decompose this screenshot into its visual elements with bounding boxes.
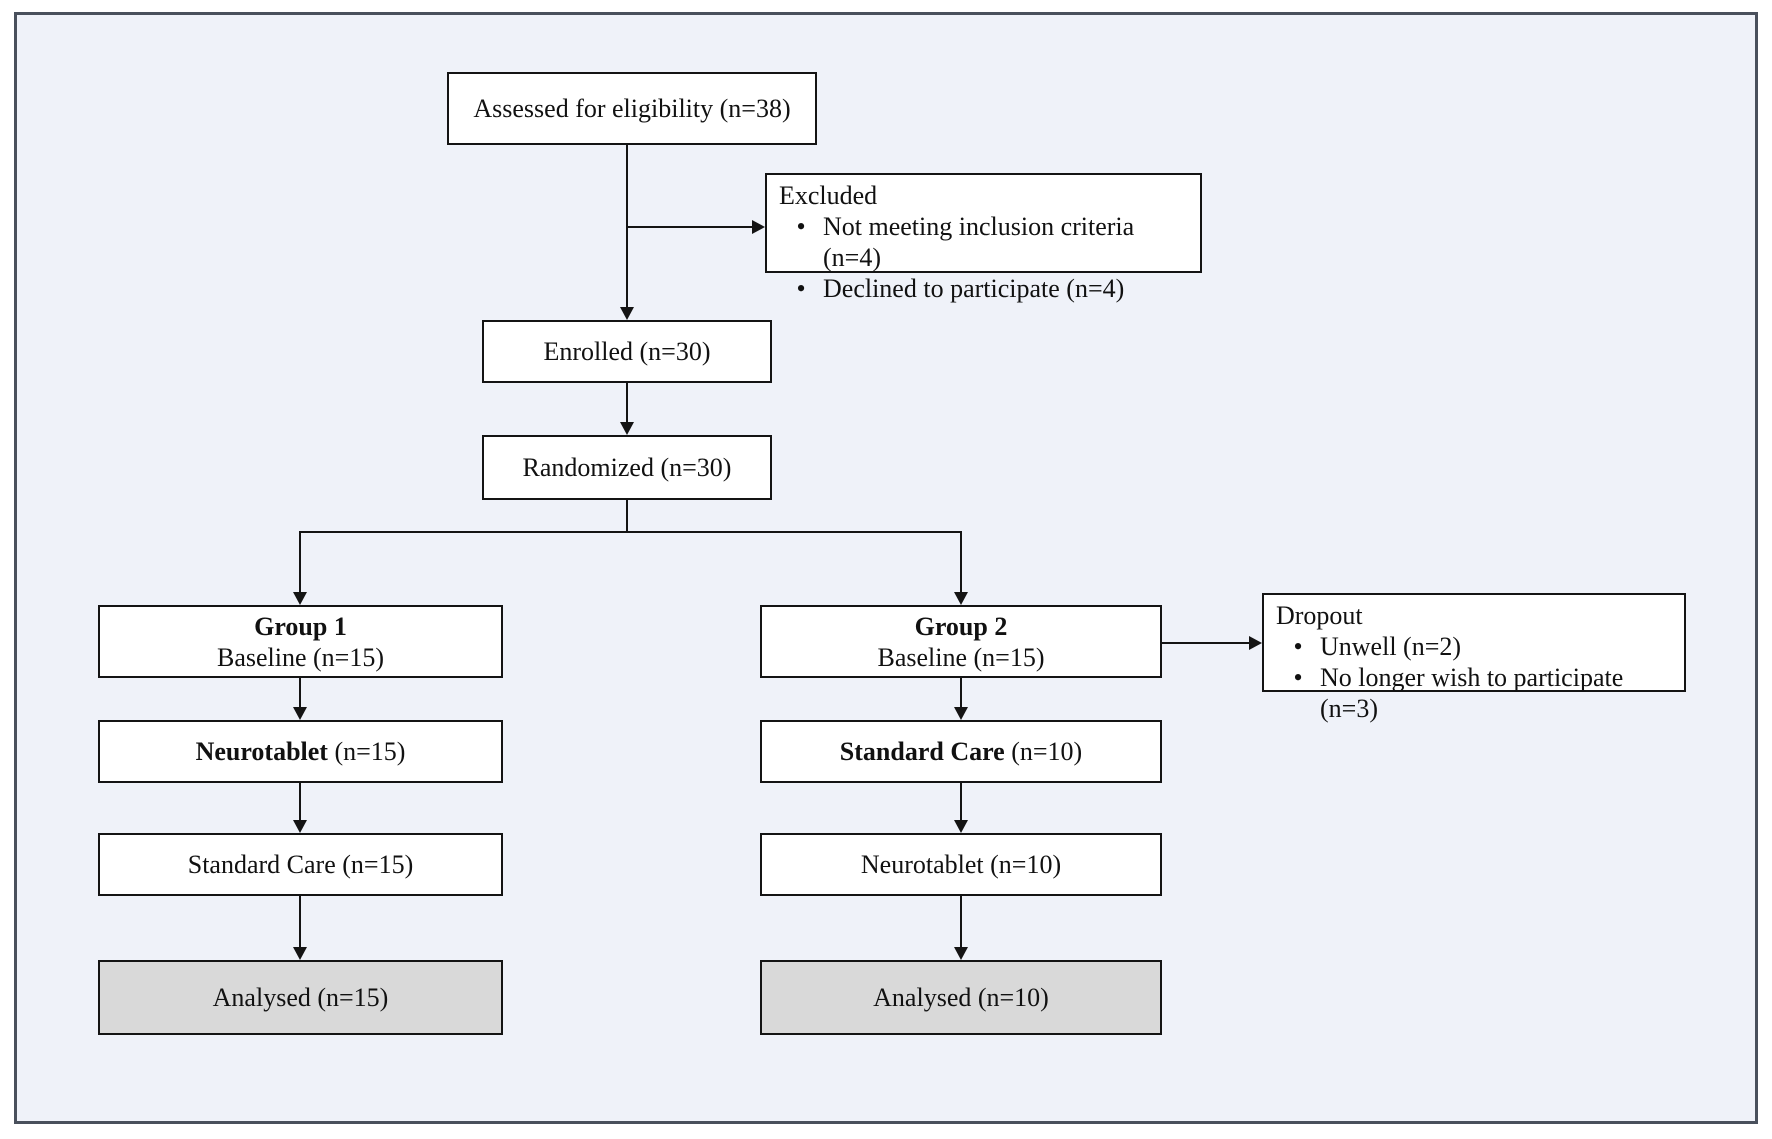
- bullet-icon: •: [1293, 632, 1303, 661]
- node-group2-baseline: Group 2 Baseline (n=15): [760, 605, 1162, 678]
- group2-analysed-label: Analysed (n=10): [873, 983, 1049, 1012]
- node-group1-analysed: Analysed (n=15): [98, 960, 503, 1035]
- dropout-item-label: Unwell (n=2): [1320, 632, 1462, 661]
- group1-subtitle: Baseline (n=15): [216, 642, 384, 672]
- group1-intervention-label: Neurotablet (n=15): [196, 736, 406, 767]
- node-dropout-title: Dropout: [1276, 601, 1363, 630]
- connector-to-excluded: [627, 226, 752, 228]
- arrowhead-down-icon: [954, 592, 968, 605]
- group1-crossover-label: Standard Care (n=15): [187, 850, 414, 879]
- arrowhead-down-icon: [620, 307, 634, 320]
- arrowhead-down-icon: [954, 947, 968, 960]
- connector-split-group2: [960, 531, 962, 592]
- group2-title: Group 2: [914, 611, 1008, 641]
- node-assessed-label: Assessed for eligibility (n=38): [473, 94, 791, 123]
- bullet-icon: •: [796, 212, 806, 241]
- group1-analysed-label: Analysed (n=15): [212, 983, 389, 1012]
- group2-intervention-n: (n=10): [1004, 737, 1083, 766]
- connector-group1-analysed: [299, 896, 301, 947]
- group2-intervention-name: Standard Care: [839, 737, 1005, 766]
- connector-group1-intervention: [299, 678, 301, 707]
- group1-intervention-n: (n=15): [327, 737, 406, 766]
- bullet-icon: •: [796, 274, 806, 303]
- arrowhead-down-icon: [293, 820, 307, 833]
- node-randomized: Randomized (n=30): [482, 435, 772, 500]
- group1-intervention-name: Neurotablet: [195, 737, 328, 766]
- dropout-item-label: No longer wish to participate (n=3): [1320, 663, 1624, 723]
- group2-intervention-label: Standard Care (n=10): [840, 736, 1082, 767]
- node-group1-crossover: Standard Care (n=15): [98, 833, 503, 896]
- connector-split-horizontal: [299, 531, 962, 533]
- node-group2-crossover: Neurotablet (n=10): [760, 833, 1162, 896]
- connector-split-group1: [299, 531, 301, 592]
- arrowhead-down-icon: [293, 592, 307, 605]
- dropout-item: • No longer wish to participate (n=3): [1276, 662, 1672, 724]
- node-group2-intervention: Standard Care (n=10): [760, 720, 1162, 783]
- connector-randomized-split: [626, 500, 628, 533]
- arrowhead-down-icon: [954, 820, 968, 833]
- dropout-item: • Unwell (n=2): [1276, 631, 1461, 662]
- excluded-item-label: Declined to participate (n=4): [823, 274, 1125, 303]
- arrowhead-down-icon: [620, 422, 634, 435]
- excluded-item: • Not meeting inclusion criteria (n=4): [779, 211, 1188, 273]
- connector-group2-dropout: [1162, 642, 1249, 644]
- node-randomized-label: Randomized (n=30): [522, 453, 732, 482]
- connector-group1-crossover: [299, 783, 301, 820]
- arrowhead-down-icon: [293, 947, 307, 960]
- arrowhead-down-icon: [954, 707, 968, 720]
- node-enrolled-label: Enrolled (n=30): [543, 337, 711, 366]
- node-group1-baseline: Group 1 Baseline (n=15): [98, 605, 503, 678]
- excluded-item-label: Not meeting inclusion criteria (n=4): [823, 212, 1135, 272]
- node-excluded-title: Excluded: [779, 181, 878, 210]
- node-group1-intervention: Neurotablet (n=15): [98, 720, 503, 783]
- node-enrolled: Enrolled (n=30): [482, 320, 772, 383]
- node-group2-analysed: Analysed (n=10): [760, 960, 1162, 1035]
- connector-group2-analysed: [960, 896, 962, 947]
- connector-group2-crossover: [960, 783, 962, 820]
- connector-enrolled-randomized: [626, 383, 628, 422]
- group2-subtitle: Baseline (n=15): [877, 642, 1045, 672]
- group2-crossover-label: Neurotablet (n=10): [860, 850, 1062, 879]
- node-dropout: Dropout • Unwell (n=2) • No longer wish …: [1262, 593, 1686, 723]
- excluded-item: • Declined to participate (n=4): [779, 273, 1124, 304]
- node-excluded: Excluded • Not meeting inclusion criteri…: [765, 173, 1202, 303]
- node-assessed: Assessed for eligibility (n=38): [447, 72, 817, 145]
- arrowhead-right-icon: [752, 220, 765, 234]
- connector-group2-intervention: [960, 678, 962, 707]
- bullet-icon: •: [1293, 663, 1303, 692]
- arrowhead-down-icon: [293, 707, 307, 720]
- group1-title: Group 1: [254, 611, 347, 641]
- arrowhead-right-icon: [1249, 636, 1262, 650]
